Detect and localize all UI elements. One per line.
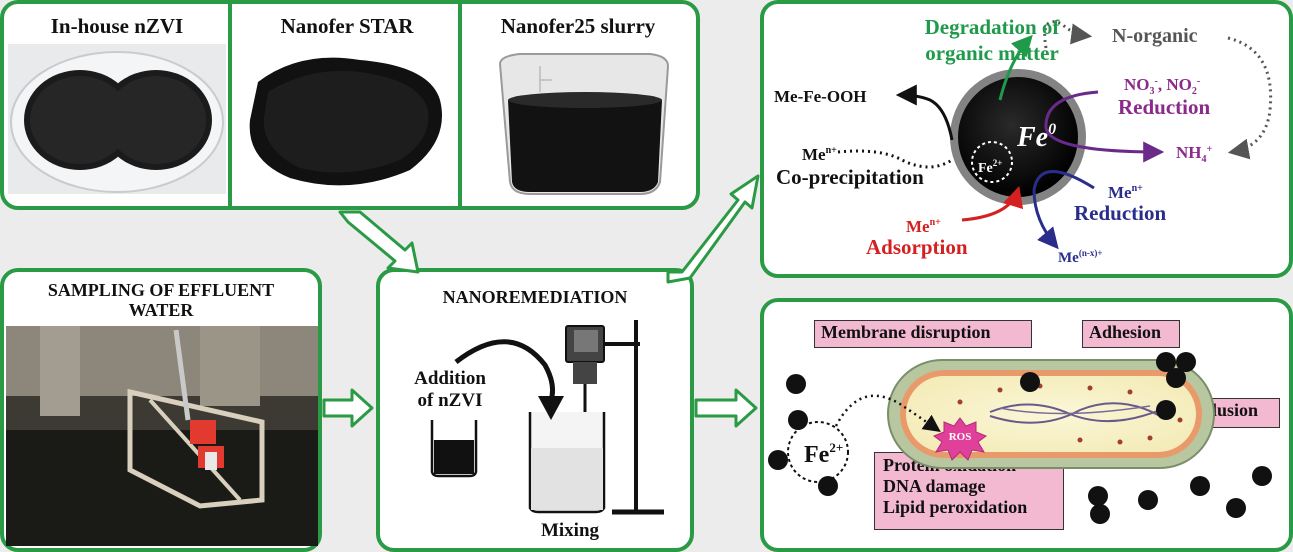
membrane-disruption-label: Membrane disruption	[814, 320, 1032, 348]
sampling-photo	[6, 326, 318, 546]
coprecipitation-label: Co-precipitation	[776, 165, 924, 189]
nzvi-particles	[768, 352, 1272, 524]
n-organic-label: N-organic	[1112, 25, 1198, 47]
addition-label-line2: of nZVI	[417, 390, 483, 411]
degradation-label-line1: Degradation of	[925, 15, 1061, 39]
inhouse-nzvi-title: In-house nZVI	[50, 14, 184, 38]
nanofer-star-title: Nanofer STAR	[280, 14, 414, 38]
lipid-peroxidation-text: Lipid peroxidation	[883, 497, 1028, 517]
nanoremediation-title: NANOREMEDIATION	[442, 287, 628, 307]
fe2-to-ros-arrow	[834, 394, 941, 433]
fe2-bacteria-label: Fe2+	[804, 440, 843, 468]
dna-damage-text: DNA damage	[883, 476, 986, 496]
arrow-to-mechanisms	[666, 174, 760, 284]
arrow-sampling-to-nanoremediation	[322, 388, 374, 428]
degradation-arrow	[998, 34, 1033, 101]
ros-label: ROS	[949, 431, 972, 443]
nanofer25-title: Nanofer25 slurry	[500, 14, 656, 38]
nanofer25-photo	[498, 53, 670, 195]
fe0-label: Fe0	[1016, 121, 1056, 153]
degradation-label-line2: organic matter	[925, 41, 1059, 65]
flow-arrows	[322, 174, 760, 428]
nanofer-star-photo	[249, 57, 442, 186]
coprecipitation-dotted	[837, 149, 953, 169]
fe2-inner-label: Fe2+	[978, 158, 1002, 176]
nitrate-reduction-label: Reduction	[1118, 95, 1210, 119]
nitrate-reduction-arrow	[1044, 90, 1165, 163]
n-organic-dotted-arrow	[1043, 20, 1093, 49]
nanoremediation-panel	[376, 268, 694, 552]
me-reduction-label: Men+	[1108, 183, 1143, 202]
arrow-photos-to-nanoremediation	[338, 210, 420, 274]
mixing-label: Mixing	[540, 520, 600, 541]
metal-reduction-label: Reduction	[1074, 201, 1166, 225]
ros-burst	[932, 417, 988, 461]
me-nx-label: Me(n-x)+	[1058, 248, 1102, 266]
sampling-title-line2: WATER	[128, 300, 194, 320]
me-fe-ooh-label: Me-Fe-OOH	[774, 87, 867, 106]
metal-reduction-arrow	[1032, 170, 1095, 250]
nitrate-nitrite-label: NO3-, NO2-	[1124, 75, 1200, 97]
n-organic-to-nh4-arrow	[1227, 36, 1273, 160]
addition-label-line1: Addition	[414, 368, 486, 389]
adsorption-arrow	[961, 185, 1024, 222]
me-coprecip-label: Men+	[802, 145, 837, 164]
me-fe-ooh-arrow	[895, 84, 954, 141]
arrow-to-bacteria	[694, 388, 758, 428]
adhesion-label: Adhesion	[1082, 320, 1180, 348]
mixing-apparatus	[430, 320, 664, 515]
me-adsorption-label: Men+	[906, 217, 941, 236]
nh4-label: NH4+	[1176, 143, 1213, 165]
adsorption-label: Adsorption	[866, 235, 968, 259]
sampling-title-line1: SAMPLING OF EFFLUENT	[47, 280, 275, 300]
inhouse-nzvi-photo	[8, 44, 226, 194]
fe2-circle	[787, 421, 849, 483]
